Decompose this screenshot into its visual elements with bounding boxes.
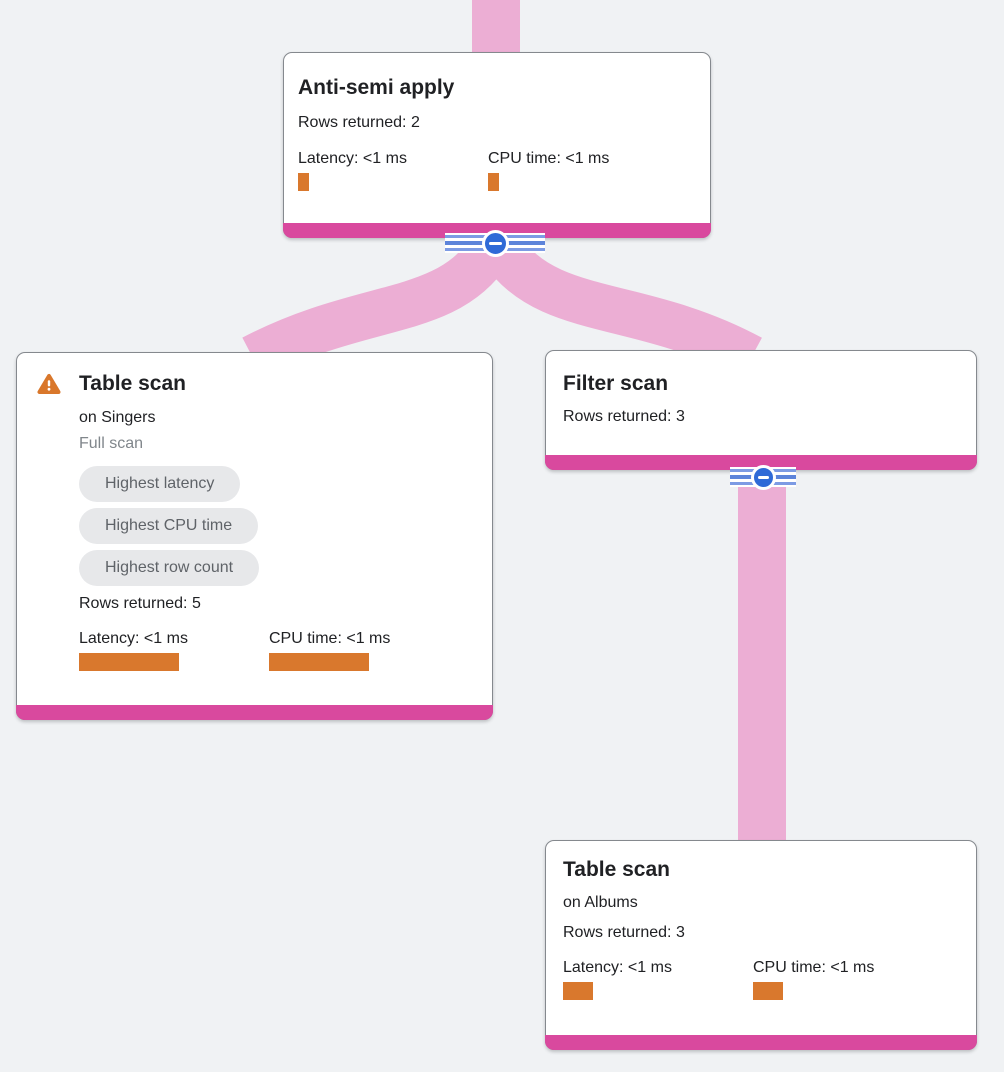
badge-highest-latency: Highest latency xyxy=(79,466,241,502)
node-accent-bar xyxy=(16,705,493,720)
rows-returned: Rows returned: 3 xyxy=(563,408,685,425)
latency-label: Latency: <1 ms xyxy=(79,630,188,647)
node-card-anti-semi-apply[interactable]: Anti-semi apply Rows returned: 2 Latency… xyxy=(283,52,711,238)
node-card-table-scan-singers[interactable]: Table scan on Singers Full scan Highest … xyxy=(16,352,493,720)
badge-highest-cpu-time: Highest CPU time xyxy=(79,508,259,544)
minus-icon xyxy=(481,229,509,257)
node-card-table-scan-albums[interactable]: Table scan on Albums Rows returned: 3 La… xyxy=(545,840,977,1050)
latency-bar xyxy=(298,173,309,191)
node-subtitle: on Albums xyxy=(563,894,638,911)
rows-returned: Rows returned: 2 xyxy=(298,114,420,131)
latency-bar xyxy=(79,653,179,671)
node-accent-bar xyxy=(545,455,977,470)
node-title: Anti-semi apply xyxy=(298,76,455,99)
rows-returned: Rows returned: 3 xyxy=(563,924,685,941)
minus-glyph xyxy=(488,241,502,245)
node-title: Filter scan xyxy=(563,372,669,395)
cpu-time-bar xyxy=(753,982,783,1000)
full-scan-note: Full scan xyxy=(79,435,144,452)
cpu-time-label: CPU time: <1 ms xyxy=(488,150,610,167)
cpu-time-bar xyxy=(269,653,369,671)
latency-label: Latency: <1 ms xyxy=(563,959,672,976)
node-subtitle: on Singers xyxy=(79,409,156,426)
edge-anti-semi-apply-to-table-scan-singers xyxy=(242,236,510,379)
latency-label: Latency: <1 ms xyxy=(298,150,407,167)
collapse-button-anti-semi-apply[interactable] xyxy=(445,229,545,257)
cpu-time-label: CPU time: <1 ms xyxy=(269,630,391,647)
collapse-button-filter-scan[interactable] xyxy=(730,464,796,490)
edge-anti-semi-apply-to-filter-scan xyxy=(482,236,762,379)
minus-icon xyxy=(750,464,776,490)
minus-glyph xyxy=(757,475,769,479)
latency-bar xyxy=(563,982,593,1000)
node-title: Table scan xyxy=(79,372,186,395)
node-title: Table scan xyxy=(563,858,670,881)
cpu-time-bar xyxy=(488,173,499,191)
rows-returned: Rows returned: 5 xyxy=(79,595,201,612)
warning-icon xyxy=(37,374,61,394)
cpu-time-label: CPU time: <1 ms xyxy=(753,959,875,976)
badge-highest-row-count: Highest row count xyxy=(79,550,260,586)
node-accent-bar xyxy=(545,1035,977,1050)
node-card-filter-scan[interactable]: Filter scan Rows returned: 3 xyxy=(545,350,977,470)
